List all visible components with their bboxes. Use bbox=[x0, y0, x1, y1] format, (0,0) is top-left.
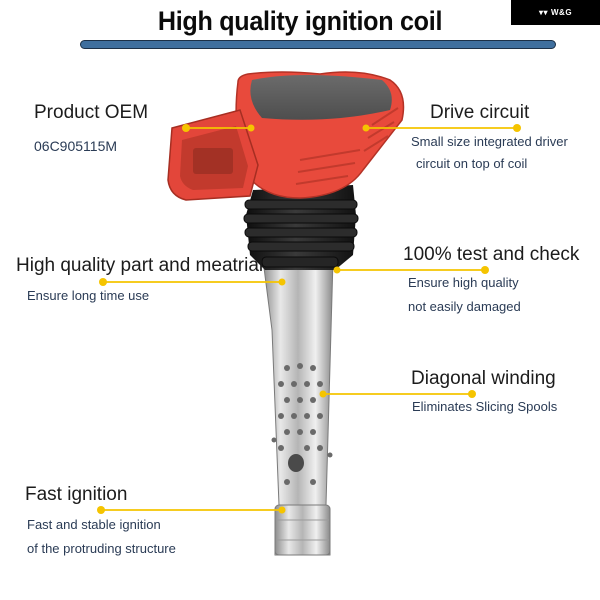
red-coil-head bbox=[235, 71, 405, 199]
page-title: High quality ignition coil bbox=[157, 6, 443, 36]
callout-dot-product-oem bbox=[182, 124, 190, 132]
fast-ignition-desc-line1: Fast and stable ignition bbox=[27, 517, 161, 532]
quality-part-desc-line1: Ensure long time use bbox=[27, 288, 150, 303]
plug-connector bbox=[167, 109, 259, 201]
logo-mark-icon: ▾▾ bbox=[538, 8, 548, 17]
callout-dot-fast-ignition bbox=[97, 506, 105, 514]
product-oem-number: 06C905115M bbox=[34, 138, 118, 154]
callout-lines bbox=[97, 124, 521, 514]
callout-dot-quality-part bbox=[99, 278, 107, 286]
brand-logo: ▾▾ W&G bbox=[511, 0, 600, 25]
fast-ignition-desc-line2: of the protruding structure bbox=[27, 541, 176, 556]
callout-dot-test-check bbox=[333, 266, 341, 274]
rubber-boot bbox=[243, 185, 359, 270]
drive-circuit-desc-line2: circuit on top of coil bbox=[416, 156, 528, 171]
callout-dot-drive-circuit bbox=[362, 124, 370, 132]
title-underline-bar bbox=[80, 40, 556, 49]
tube-perforations bbox=[271, 363, 333, 485]
test-check-desc-line2: not easily damaged bbox=[408, 299, 521, 314]
fast-ignition-title: Fast ignition bbox=[25, 484, 128, 505]
brand-logo-text: W&G bbox=[550, 8, 573, 17]
test-check-title: 100% test and check bbox=[403, 244, 580, 265]
callout-dot-diagonal-winding bbox=[319, 390, 327, 398]
quality-part-title: High quality part and meatrial bbox=[16, 255, 264, 276]
diagonal-winding-desc-line1: Eliminates Slicing Spools bbox=[412, 399, 558, 414]
diagonal-winding-title: Diagonal winding bbox=[411, 368, 556, 389]
drive-circuit-title: Drive circuit bbox=[430, 102, 530, 123]
product-oem-title: Product OEM bbox=[34, 102, 149, 123]
drive-circuit-desc-line1: Small size integrated driver bbox=[411, 134, 568, 149]
test-check-desc-line1: Ensure high quality bbox=[408, 275, 519, 290]
